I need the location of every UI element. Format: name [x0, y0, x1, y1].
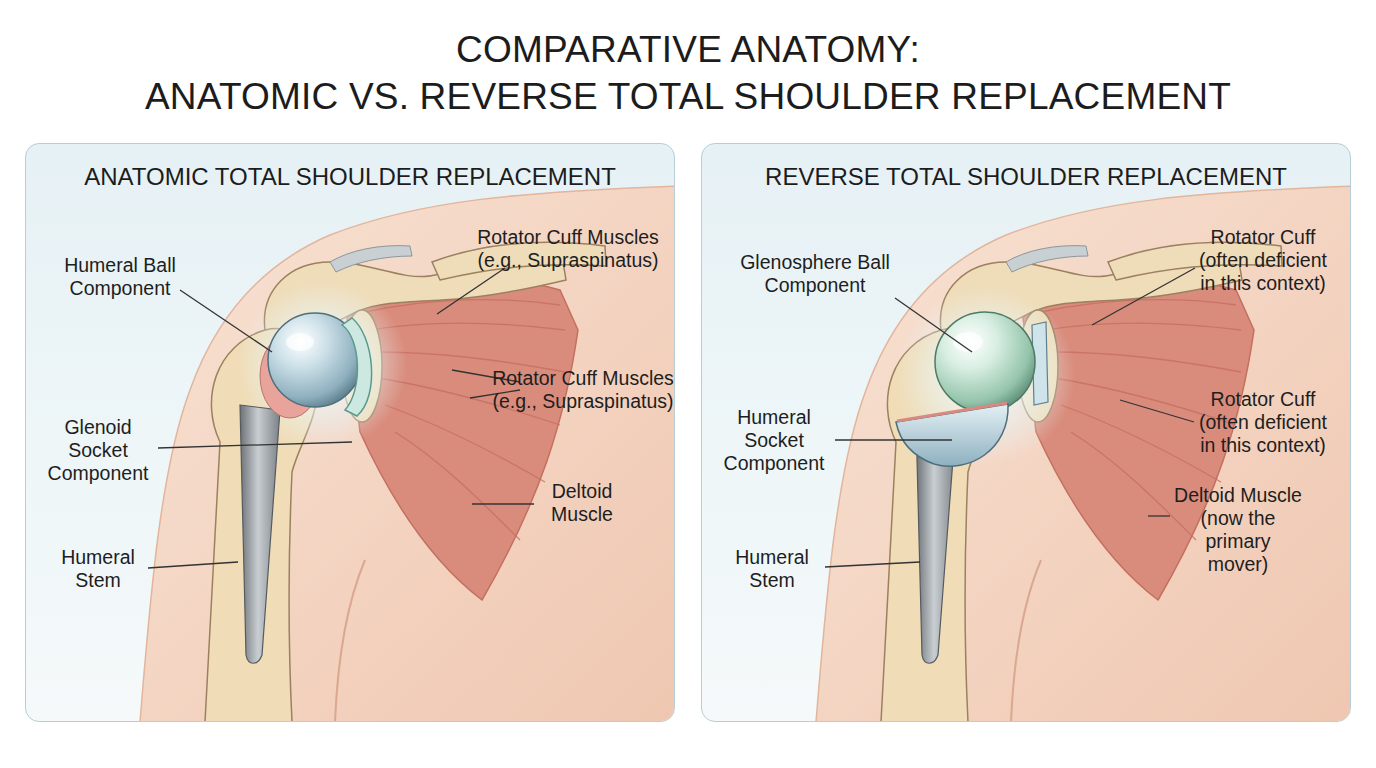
callout-label: Humeral Socket Component	[714, 406, 834, 475]
panel-heading: ANATOMIC TOTAL SHOULDER REPLACEMENT	[26, 162, 674, 192]
callout-label: Rotator Cuff (often deficient in this co…	[1193, 226, 1333, 295]
callout-label: Humeral Ball Component	[50, 254, 190, 300]
callout-label: Humeral Stem	[48, 546, 148, 592]
callout-label: Rotator Cuff (often deficient in this co…	[1193, 388, 1333, 457]
panel-heading: REVERSE TOTAL SHOULDER REPLACEMENT	[702, 162, 1350, 192]
callout-label: Humeral Stem	[722, 546, 822, 592]
diagram-title: COMPARATIVE ANATOMY: ANATOMIC VS. REVERS…	[0, 26, 1376, 120]
callout-label: Glenoid Socket Component	[38, 416, 158, 485]
callout-label: Rotator Cuff Muscles (e.g., Supraspinatu…	[491, 367, 676, 413]
callout-label: Deltoid Muscle	[537, 480, 627, 526]
callout-label: Glenosphere Ball Component	[740, 251, 890, 297]
callout-label: Rotator Cuff Muscles (e.g., Supraspinatu…	[473, 226, 663, 272]
callout-label: Deltoid Muscle (now the primary mover)	[1173, 484, 1303, 576]
